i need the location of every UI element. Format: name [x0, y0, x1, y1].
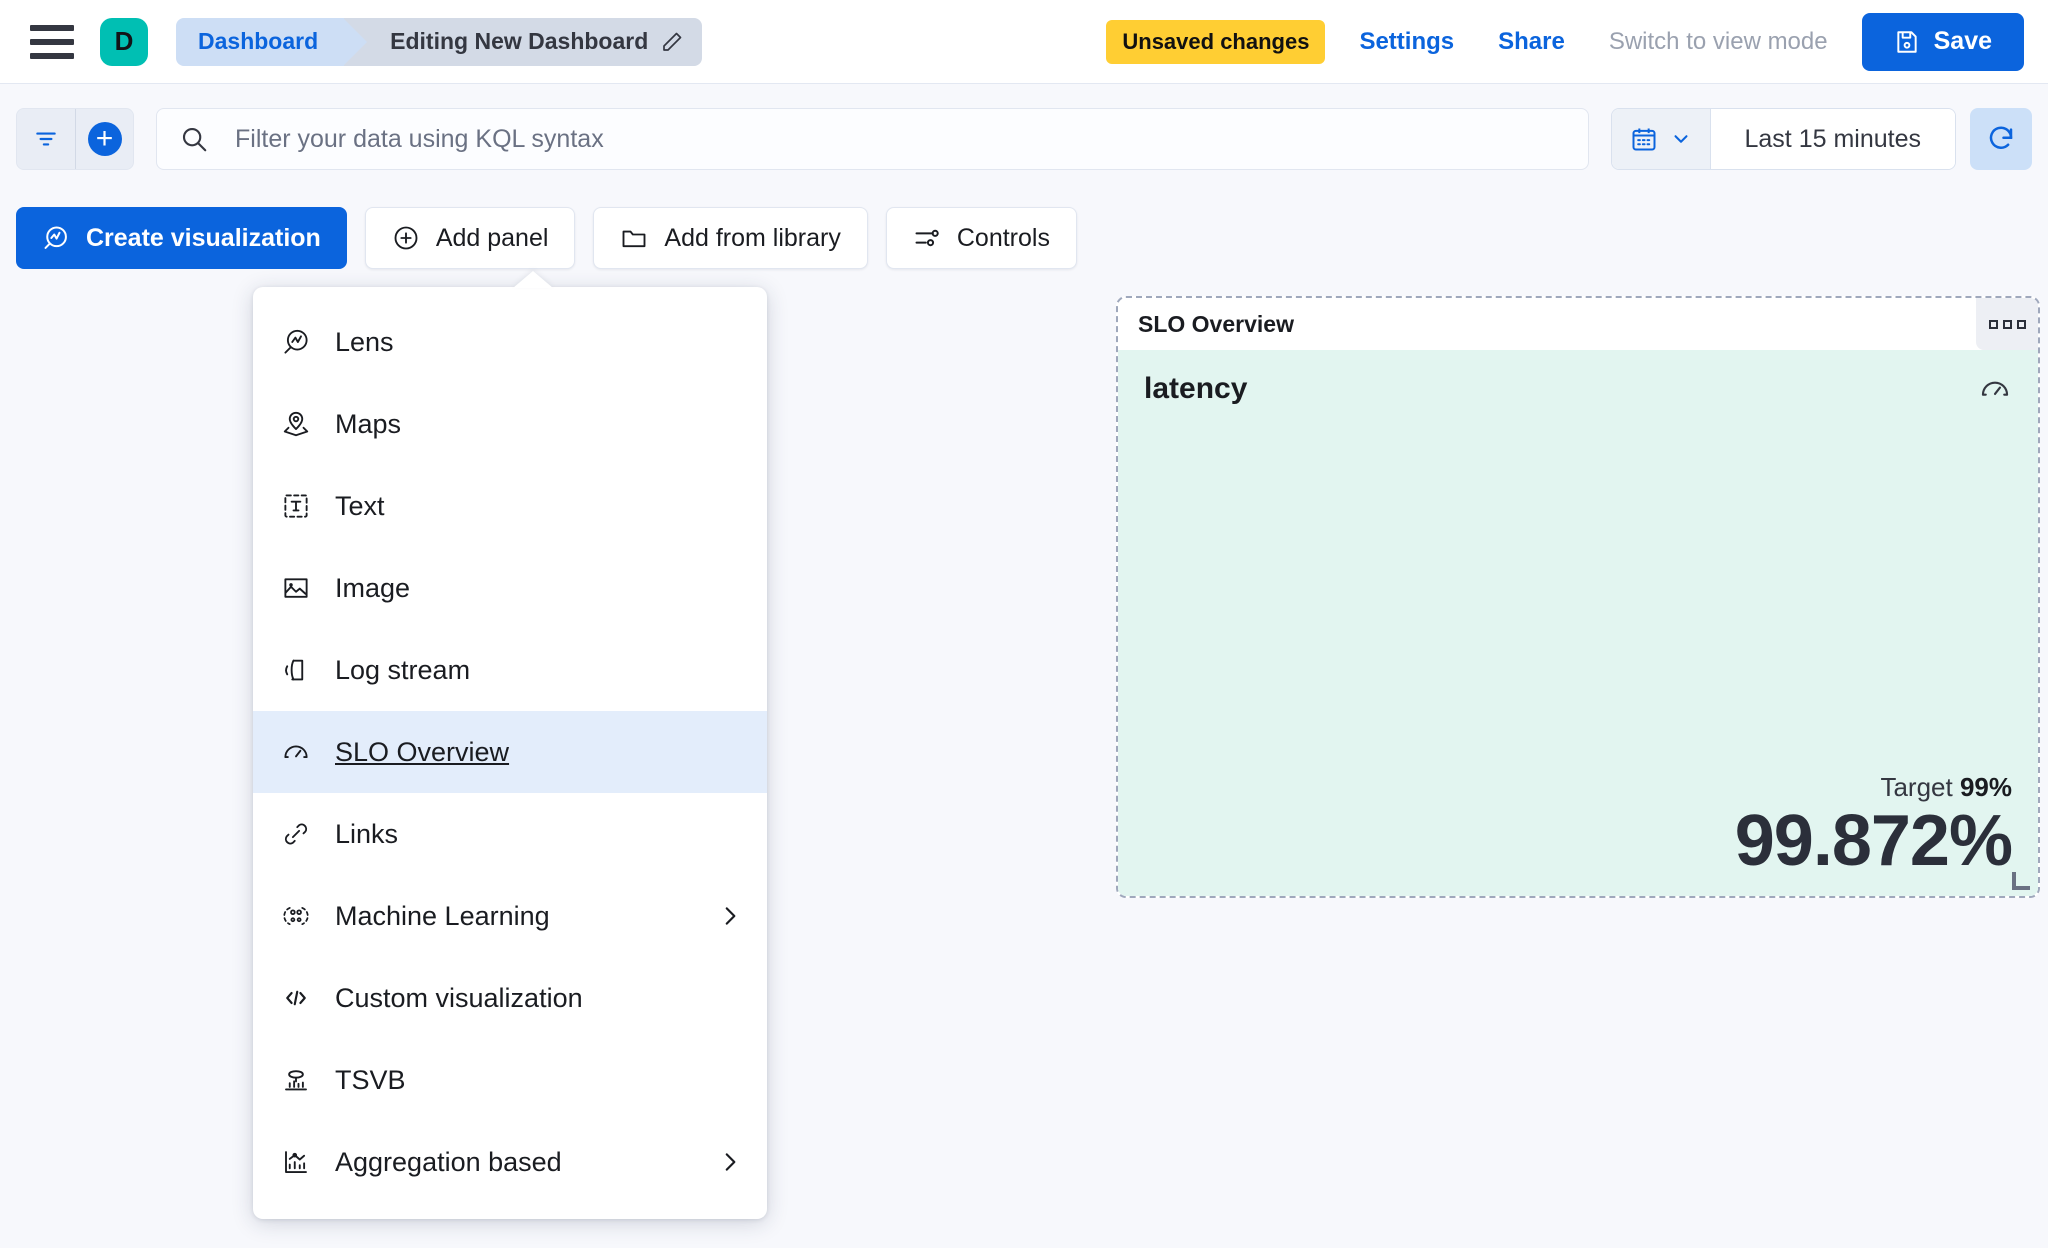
pencil-icon[interactable]: [660, 30, 684, 54]
add-panel-menu: Lens Maps Text: [253, 271, 767, 1219]
breadcrumb-dashboard[interactable]: Dashboard: [176, 17, 368, 66]
chevron-right-icon: [717, 1149, 743, 1175]
share-link[interactable]: Share: [1498, 27, 1565, 55]
menu-item-label: Maps: [335, 408, 402, 439]
slo-current-value: 99.872%: [1734, 800, 2013, 881]
search-input[interactable]: Filter your data using KQL syntax: [156, 108, 1589, 170]
grip-dots-icon: [1988, 319, 2026, 329]
search-icon: [179, 124, 209, 154]
filter-button-group: [16, 108, 134, 170]
plus-circle-icon: [87, 122, 122, 156]
menu-item-slo-overview[interactable]: SLO Overview: [253, 711, 767, 793]
add-from-library-label: Add from library: [664, 223, 841, 252]
gauge-icon: [281, 737, 321, 767]
refresh-button[interactable]: [1970, 108, 2032, 170]
agg-chart-icon: [281, 1147, 321, 1177]
save-button[interactable]: Save: [1861, 12, 2024, 71]
top-header: D Dashboard Editing New Dashboard Unsave…: [0, 0, 2048, 84]
save-button-label: Save: [1933, 27, 1992, 55]
menu-item-lens[interactable]: Lens: [253, 301, 767, 383]
menu-item-label: Custom visualization: [335, 982, 583, 1013]
menu-item-label: Log stream: [335, 654, 471, 685]
add-panel-label: Add panel: [435, 223, 549, 252]
slo-name: latency: [1144, 372, 1248, 405]
log-stream-icon: [281, 655, 321, 685]
menu-item-image[interactable]: Image: [253, 547, 767, 629]
breadcrumb: Dashboard Editing New Dashboard: [176, 17, 703, 66]
lens-icon: [42, 224, 70, 252]
menu-item-maps[interactable]: Maps: [253, 383, 767, 465]
search-input-placeholder: Filter your data using KQL syntax: [235, 124, 604, 153]
controls-label: Controls: [956, 223, 1050, 252]
menu-item-tsvb[interactable]: TSVB: [253, 1039, 767, 1121]
slo-target-value: 99%: [1959, 771, 2012, 802]
chevron-right-icon: [717, 903, 743, 929]
hamburger-icon[interactable]: [30, 24, 74, 59]
save-disk-icon: [1894, 29, 1920, 55]
tsvb-icon: [281, 1065, 321, 1095]
code-icon: [281, 983, 321, 1013]
slo-overview-panel[interactable]: SLO Overview latency Target 99% 99.872%: [1116, 296, 2040, 898]
sliders-icon: [913, 224, 941, 252]
menu-item-links[interactable]: Links: [253, 793, 767, 875]
header-actions: Unsaved changes Settings Share Switch to…: [1106, 12, 2048, 71]
create-visualization-button[interactable]: Create visualization: [16, 207, 347, 269]
date-picker-quick-menu[interactable]: [1611, 109, 1711, 169]
plus-in-circle-icon: [392, 224, 420, 252]
panel-header: SLO Overview: [1118, 298, 2038, 350]
add-filter-button[interactable]: [75, 109, 133, 169]
breadcrumb-current[interactable]: Editing New Dashboard: [344, 17, 703, 66]
add-from-library-button[interactable]: Add from library: [593, 207, 868, 269]
map-pin-icon: [281, 409, 321, 439]
breadcrumb-dashboard-label: Dashboard: [198, 28, 319, 54]
panel-title: SLO Overview: [1138, 310, 1294, 337]
controls-button[interactable]: Controls: [885, 207, 1077, 269]
filter-icon[interactable]: [17, 109, 75, 169]
add-panel-button[interactable]: Add panel: [364, 207, 576, 269]
breadcrumb-current-label: Editing New Dashboard: [390, 28, 649, 54]
slo-target: Target 99%: [1735, 772, 2012, 803]
calendar-icon: [1630, 125, 1658, 153]
menu-item-label: Text: [335, 490, 385, 521]
gauge-icon: [1978, 372, 2012, 411]
date-picker: Last 15 minutes: [1610, 108, 1956, 170]
settings-link[interactable]: Settings: [1359, 27, 1455, 55]
menu-item-custom-visualization[interactable]: Custom visualization: [253, 957, 767, 1039]
lens-icon: [281, 327, 321, 357]
menu-item-aggregation-based[interactable]: Aggregation based: [253, 1121, 767, 1203]
avatar[interactable]: D: [100, 17, 148, 66]
menu-item-log-stream[interactable]: Log stream: [253, 629, 767, 711]
text-box-icon: [281, 491, 321, 521]
menu-item-label: Aggregation based: [335, 1146, 562, 1177]
query-bar: Filter your data using KQL syntax Last 1…: [0, 84, 2048, 194]
create-visualization-label: Create visualization: [86, 223, 321, 252]
status-badge: Unsaved changes: [1106, 19, 1326, 64]
menu-item-label: Machine Learning: [335, 900, 550, 931]
slo-target-label: Target: [1880, 771, 1953, 802]
menu-item-label: Image: [335, 572, 411, 603]
slo-metrics: Target 99% 99.872%: [1734, 772, 2013, 881]
image-icon: [281, 573, 321, 603]
time-range-value[interactable]: Last 15 minutes: [1710, 109, 1955, 169]
menu-item-label: Links: [335, 818, 399, 849]
menu-item-machine-learning[interactable]: Machine Learning: [253, 875, 767, 957]
menu-item-label: Lens: [335, 326, 394, 357]
switch-to-view-mode-link[interactable]: Switch to view mode: [1608, 27, 1828, 55]
menu-item-label: SLO Overview: [335, 736, 510, 767]
refresh-icon: [1986, 124, 2016, 154]
panel-context-menu-button[interactable]: [1976, 298, 2038, 350]
resize-corner-icon[interactable]: [2012, 872, 2030, 890]
menu-item-label: TSVB: [335, 1064, 406, 1095]
link-icon: [281, 819, 321, 849]
ml-icon: [281, 901, 321, 931]
menu-pointer-arrow: [513, 271, 553, 288]
chevron-down-icon: [1670, 128, 1692, 150]
menu-item-text[interactable]: Text: [253, 465, 767, 547]
dashboard-toolbar: Create visualization Add panel Add from …: [0, 194, 2048, 282]
folder-icon: [620, 224, 648, 252]
slo-panel-body: latency Target 99% 99.872%: [1118, 350, 2038, 896]
